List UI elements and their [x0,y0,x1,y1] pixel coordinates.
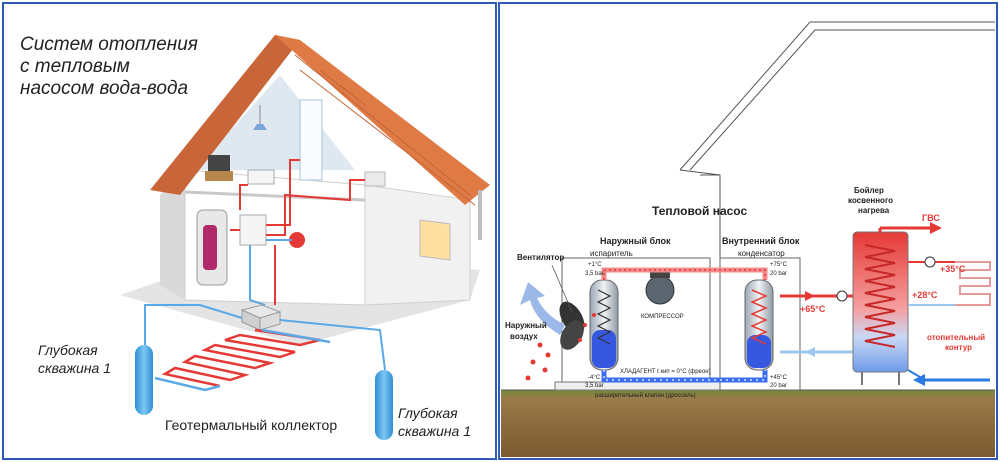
ac-unit-icon [247,169,275,185]
indoor-unit-label: Внутренний блок [722,236,800,246]
condenser-coil [750,289,768,345]
cold-water-arrow-icon [913,374,925,386]
supply-arrow-icon [805,291,815,301]
downpipe [478,190,482,240]
well-2-label-line-2: скважина 1 [398,423,471,439]
tv-stand-icon [205,171,233,181]
heating-circuit-loop [955,261,991,306]
collector-manifold-side [259,311,281,331]
collector-label: Геотермальный коллектор [165,417,337,433]
geothermal-collector-loop [154,328,331,392]
compressor-label: КОМПРЕССОР [641,314,684,320]
boiler-title-line-2: косвенного [848,196,893,205]
condenser-in-temp: +75°C [770,262,788,268]
well-2-label-line-1: Глубокая [398,405,458,421]
shower-icon [299,99,323,181]
return-arrow-icon [805,347,815,357]
fan-leader-line [551,264,573,313]
compressor-head [650,268,670,278]
evaporator-coil [596,289,612,345]
radiator-icon [364,171,386,187]
evaporator-liquid [592,330,616,368]
outside-air-label-line-1: Наружный [505,321,547,330]
evaporator-out-temp: -4°C [588,375,601,381]
condenser-out-pressure: 20 bar [770,383,787,389]
system-title-line-1: Систем отопления [20,34,198,55]
condenser-out-temp: +45°C [770,375,788,381]
outdoor-unit-base [554,381,726,391]
deep-well-2 [375,370,393,440]
ground [501,390,995,457]
pump-icon [289,232,305,248]
evaporator-in-pressure: 3,5 bar [585,271,604,277]
roof-left-edge [150,35,300,195]
condenser-label: конденсатор [738,249,785,258]
air-particles [525,313,596,381]
fan-label: Вентилятор [517,253,564,262]
condenser-in-pressure: 20 bar [770,271,787,277]
lamp-icon [253,124,267,130]
house-side-wall [160,170,185,300]
expansion-valve-label: расширительный клапан (дроссель) [595,392,696,399]
heating-circuit-label-line-2: контур [945,343,972,352]
heat-pump-title: Тепловой насос [652,204,747,218]
evaporator-label: испаритель [590,249,633,258]
system-title-line-2: с тепловым [20,56,130,77]
house-right-wall [364,184,471,306]
condenser-liquid [747,335,771,368]
tv-icon [208,155,230,171]
well-pipes [144,304,386,371]
boiler-coil [864,244,896,348]
temp-35-label: +35°C [940,264,966,274]
dhw-label: ГВС [922,213,940,223]
deep-well-1 [135,345,153,415]
evaporator-in-temp: +1°C [588,262,602,268]
system-title-line-3: насосом вода-вода [20,78,188,99]
well-1-label-line-1: Глубокая [38,342,98,358]
heat-pump-unit [239,214,267,246]
refrigerant-cold-dots [603,370,766,381]
air-flow-arrow [520,282,565,335]
heating-pump-icon [924,256,936,268]
indoor-pipes [230,159,365,306]
boiler-title-line-1: Бойлер [854,186,884,195]
outside-air-label-line-2: воздух [510,332,538,341]
supply-pump-icon [836,290,848,302]
cold-water-connector [907,369,926,381]
compressor-icon [645,275,675,305]
well-1-label-line-2: скважина 1 [38,360,111,376]
window [419,219,451,261]
tank-coil [203,225,217,270]
heating-circuit-label-line-1: отопительный [927,333,985,342]
dhw-arrow-icon [930,222,942,234]
roof-tiles [294,54,476,206]
refrigerant-label: ХЛАДАГЕНТ t кип = 0°C (фреон) [620,369,711,375]
supply-temp-label: +65°C [800,304,826,314]
outdoor-unit-label: Наружный блок [600,236,671,246]
evaporator-out-pressure: 3,5 bar [585,383,604,389]
temp-28-label: +28°C [912,290,938,300]
fan-blade-icon-2 [560,320,584,350]
boiler-title-line-3: нагрева [858,206,890,215]
refrigerant-hot-dots [603,269,766,280]
